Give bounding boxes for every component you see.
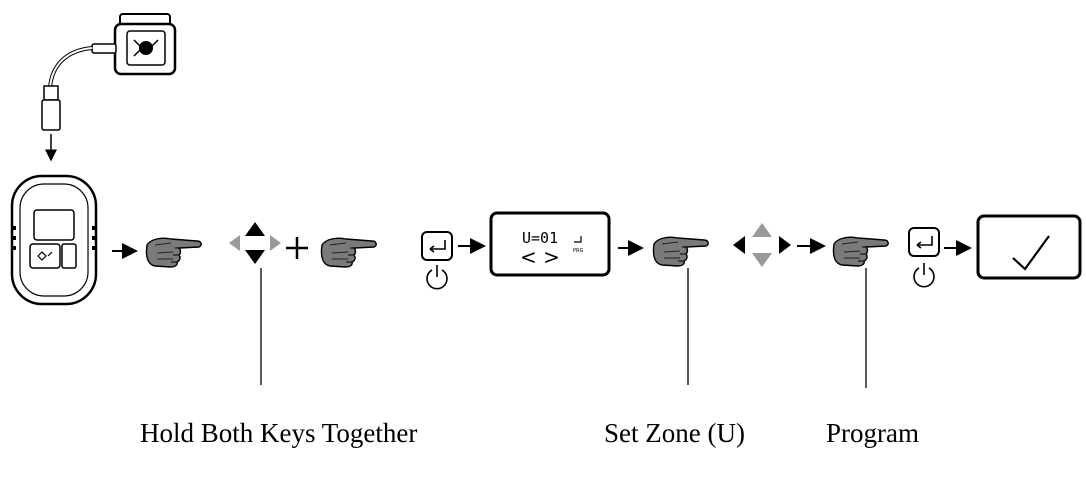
enter-key-icon bbox=[908, 227, 940, 257]
navigation-keys-up-down bbox=[229, 222, 281, 264]
zone-display: U=01 < > PRG bbox=[489, 211, 611, 277]
navigation-keys-left-right bbox=[733, 223, 791, 267]
pointing-hand-icon bbox=[832, 236, 889, 267]
power-icon bbox=[426, 265, 448, 290]
confirmation-display bbox=[976, 214, 1082, 280]
power-icon bbox=[913, 263, 935, 288]
pointing-hand-icon bbox=[320, 237, 377, 268]
cable bbox=[41, 43, 117, 162]
caption-set-zone: Set Zone (U) bbox=[604, 418, 745, 448]
handheld-programmer bbox=[10, 174, 98, 306]
plus-sign bbox=[286, 237, 308, 259]
adapter-device bbox=[113, 13, 177, 76]
caption-program: Program bbox=[826, 418, 919, 448]
zone-display-line1: U=01 bbox=[522, 229, 558, 247]
caption-hold-keys: Hold Both Keys Together bbox=[140, 418, 418, 448]
pointing-hand-icon bbox=[145, 237, 202, 268]
checkmark-icon bbox=[1012, 235, 1050, 271]
enter-key-icon bbox=[421, 231, 453, 261]
pointing-hand-icon bbox=[652, 236, 709, 267]
prog-symbol: PRG bbox=[573, 248, 583, 254]
zone-display-arrows: < > bbox=[520, 245, 560, 269]
